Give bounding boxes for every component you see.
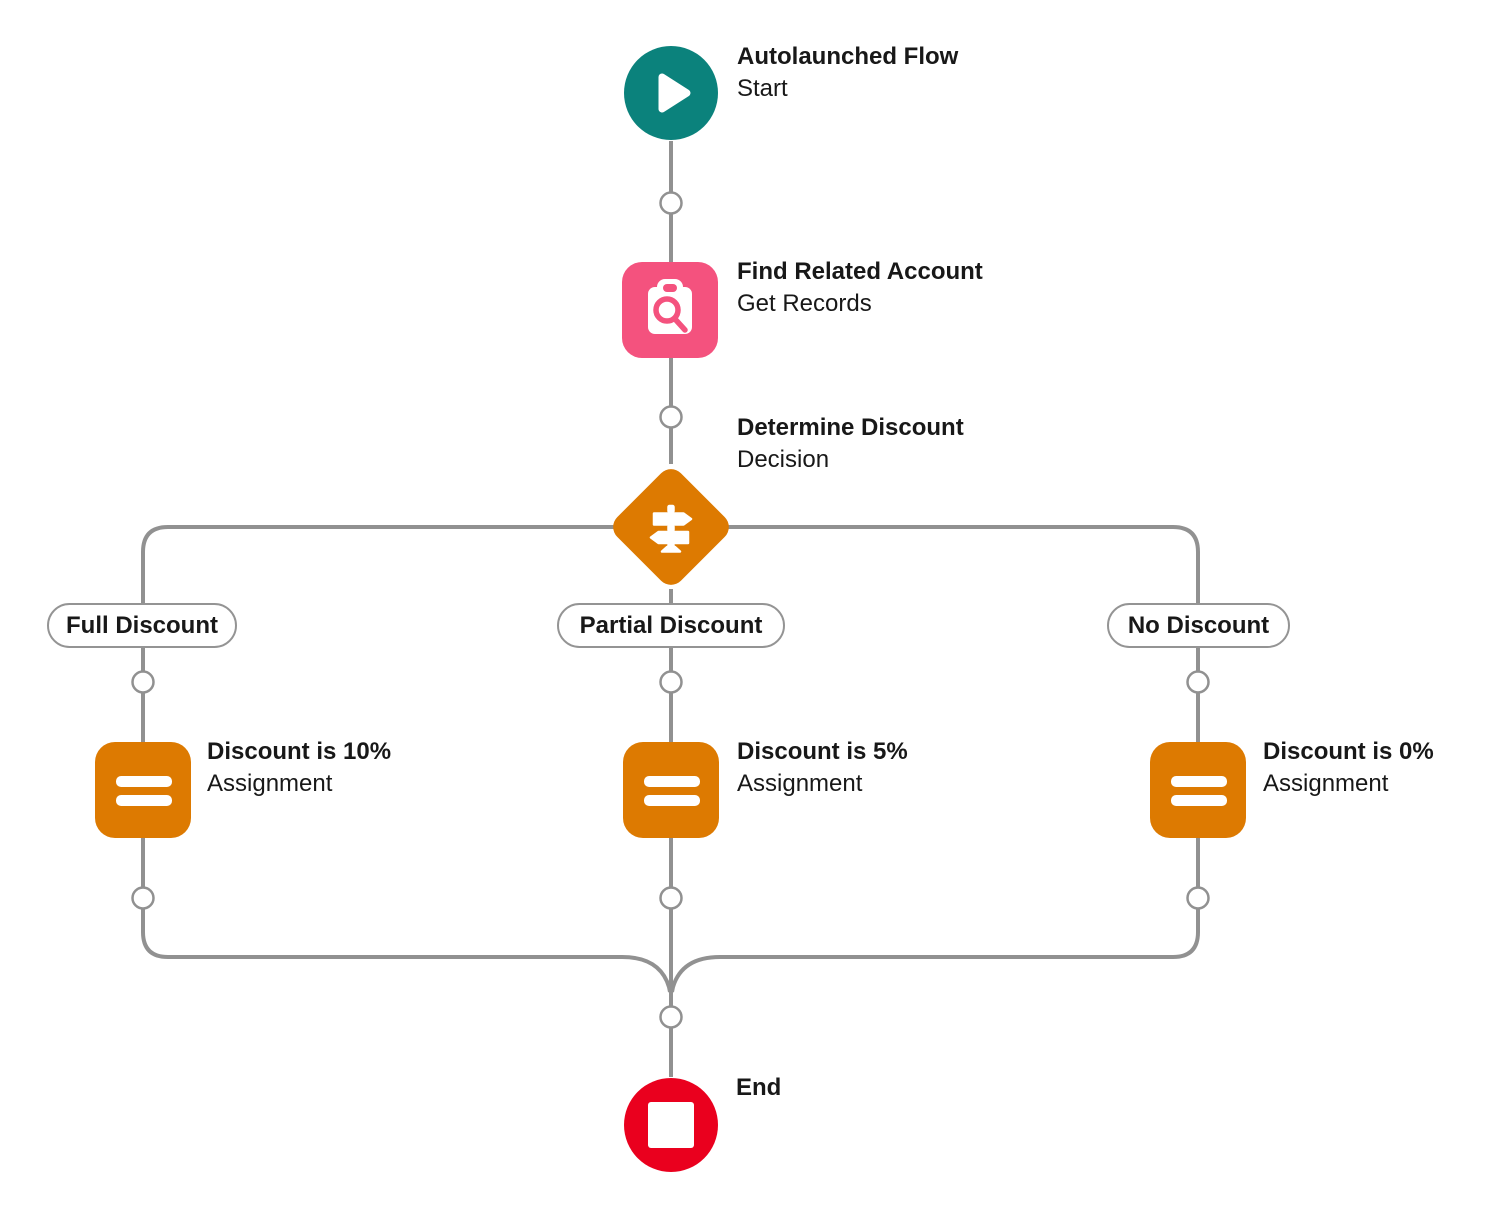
- play-icon: [658, 73, 691, 113]
- decision-node-subtitle: Decision: [737, 446, 830, 473]
- add-element-button-3[interactable]: [131, 670, 155, 694]
- add-element-button-5[interactable]: [1186, 670, 1210, 694]
- end-node-label: End: [736, 1072, 781, 1104]
- connector-branch-full-discount: [141, 525, 614, 603]
- start-node-title: Autolaunched Flow: [737, 43, 959, 70]
- decision-node[interactable]: [607, 463, 735, 591]
- assignment-equals-icon: [1171, 776, 1227, 806]
- branch-label-partial-discount: Partial Discount: [557, 603, 785, 648]
- assignment-node-discount-10-subtitle: Assignment: [207, 770, 333, 797]
- assignment-node-discount-10-title: Discount is 10%: [207, 738, 392, 765]
- add-element-button-4[interactable]: [659, 670, 683, 694]
- start-node[interactable]: [624, 46, 718, 140]
- branch-label-no-discount-text: No Discount: [1127, 611, 1270, 639]
- assignment-node-discount-0-label: Discount is 0% Assignment: [1263, 736, 1434, 800]
- start-node-subtitle: Start: [737, 75, 788, 102]
- assignment-node-discount-5-title: Discount is 5%: [737, 738, 908, 765]
- signpost-icon: [649, 504, 693, 553]
- end-node[interactable]: [624, 1078, 718, 1172]
- add-element-button-9[interactable]: [659, 1005, 683, 1029]
- assignment-node-discount-10[interactable]: [95, 742, 191, 838]
- get-records-node[interactable]: [622, 262, 718, 358]
- assignment-equals-icon: [644, 776, 700, 806]
- add-element-button-8[interactable]: [1186, 886, 1210, 910]
- add-element-button-7[interactable]: [659, 886, 683, 910]
- connector-branch-no-discount: [728, 525, 1200, 603]
- branch-label-full-discount: Full Discount: [47, 603, 237, 648]
- record-lookup-icon: [648, 279, 692, 334]
- get-records-node-label: Find Related Account Get Records: [737, 256, 983, 320]
- decision-node-title: Determine Discount: [737, 414, 964, 441]
- connector-merge-left: [141, 838, 672, 993]
- add-element-button-6[interactable]: [131, 886, 155, 910]
- assignment-node-discount-5[interactable]: [623, 742, 719, 838]
- connector-merge-right: [670, 838, 1200, 993]
- assignment-node-discount-0-subtitle: Assignment: [1263, 770, 1389, 797]
- branch-label-no-discount: No Discount: [1107, 603, 1290, 648]
- start-node-label: Autolaunched Flow Start: [737, 41, 958, 105]
- decision-node-label: Determine Discount Decision: [737, 412, 964, 476]
- add-element-button-2[interactable]: [659, 405, 683, 429]
- assignment-node-discount-5-label: Discount is 5% Assignment: [737, 736, 908, 800]
- assignment-equals-icon: [116, 776, 172, 806]
- get-records-node-subtitle: Get Records: [737, 290, 872, 317]
- branch-label-partial-discount-text: Partial Discount: [579, 611, 763, 639]
- assignment-node-discount-10-label: Discount is 10% Assignment: [207, 736, 391, 800]
- get-records-node-title: Find Related Account: [737, 258, 983, 285]
- end-node-title: End: [736, 1074, 782, 1101]
- assignment-node-discount-0[interactable]: [1150, 742, 1246, 838]
- stop-square-icon: [648, 1102, 694, 1148]
- add-element-button-1[interactable]: [659, 191, 683, 215]
- assignment-node-discount-5-subtitle: Assignment: [737, 770, 863, 797]
- assignment-node-discount-0-title: Discount is 0%: [1263, 738, 1434, 765]
- branch-label-full-discount-text: Full Discount: [66, 611, 218, 639]
